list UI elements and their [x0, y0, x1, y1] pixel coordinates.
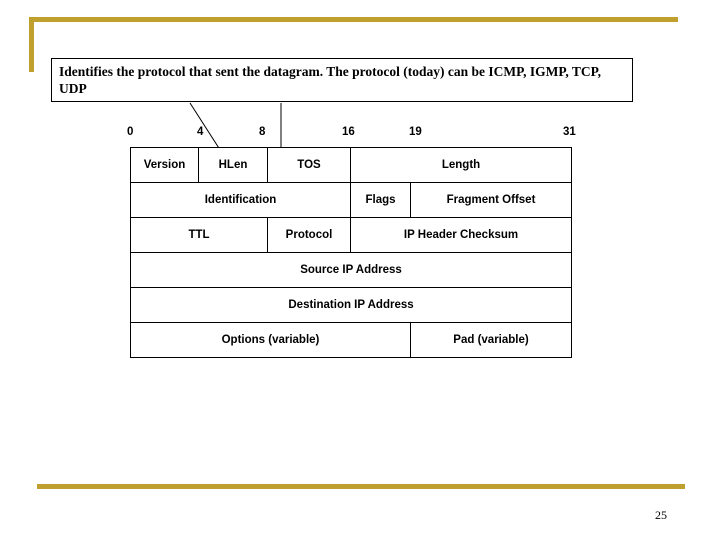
table-row: Destination IP Address — [129, 287, 573, 323]
field-identification: Identification — [130, 182, 351, 218]
table-row: Version HLen TOS Length — [130, 147, 573, 183]
field-flags: Flags — [350, 182, 411, 218]
ruler-tick-4: 4 — [197, 126, 204, 138]
page-number: 25 — [655, 508, 667, 522]
ip-header-table: Version HLen TOS Length Identification F… — [129, 147, 573, 358]
ruler-tick-8: 8 — [259, 126, 266, 138]
protocol-callout-box: Identifies the protocol that sent the da… — [51, 58, 633, 102]
field-version: Version — [130, 147, 199, 183]
field-source-ip-address: Source IP Address — [129, 252, 573, 288]
ruler-tick-0: 0 — [127, 126, 134, 138]
field-protocol: Protocol — [267, 217, 351, 253]
ruler-tick-16: 16 — [342, 126, 355, 138]
ruler-tick-19: 19 — [409, 126, 422, 138]
field-tos: TOS — [267, 147, 351, 183]
bit-ruler: 0 4 8 16 19 31 — [127, 126, 576, 142]
table-row: Source IP Address — [129, 252, 573, 288]
field-hlen: HLen — [198, 147, 268, 183]
field-ttl: TTL — [130, 217, 268, 253]
table-row: Identification Flags Fragment Offset — [130, 182, 573, 218]
table-row: TTL Protocol IP Header Checksum — [130, 217, 573, 253]
gold-left-rule — [29, 17, 34, 72]
table-row: Options (variable) Pad (variable) — [130, 322, 573, 358]
ruler-tick-31: 31 — [563, 126, 576, 138]
field-length: Length — [349, 147, 573, 183]
protocol-callout-text: Identifies the protocol that sent the da… — [59, 64, 601, 96]
field-fragment-offset: Fragment Offset — [409, 182, 573, 218]
gold-top-rule — [29, 17, 678, 22]
field-options: Options (variable) — [130, 322, 411, 358]
field-pad: Pad (variable) — [409, 322, 573, 358]
field-ip-header-checksum: IP Header Checksum — [349, 217, 573, 253]
field-destination-ip-address: Destination IP Address — [129, 287, 573, 323]
gold-bottom-rule — [37, 484, 685, 489]
